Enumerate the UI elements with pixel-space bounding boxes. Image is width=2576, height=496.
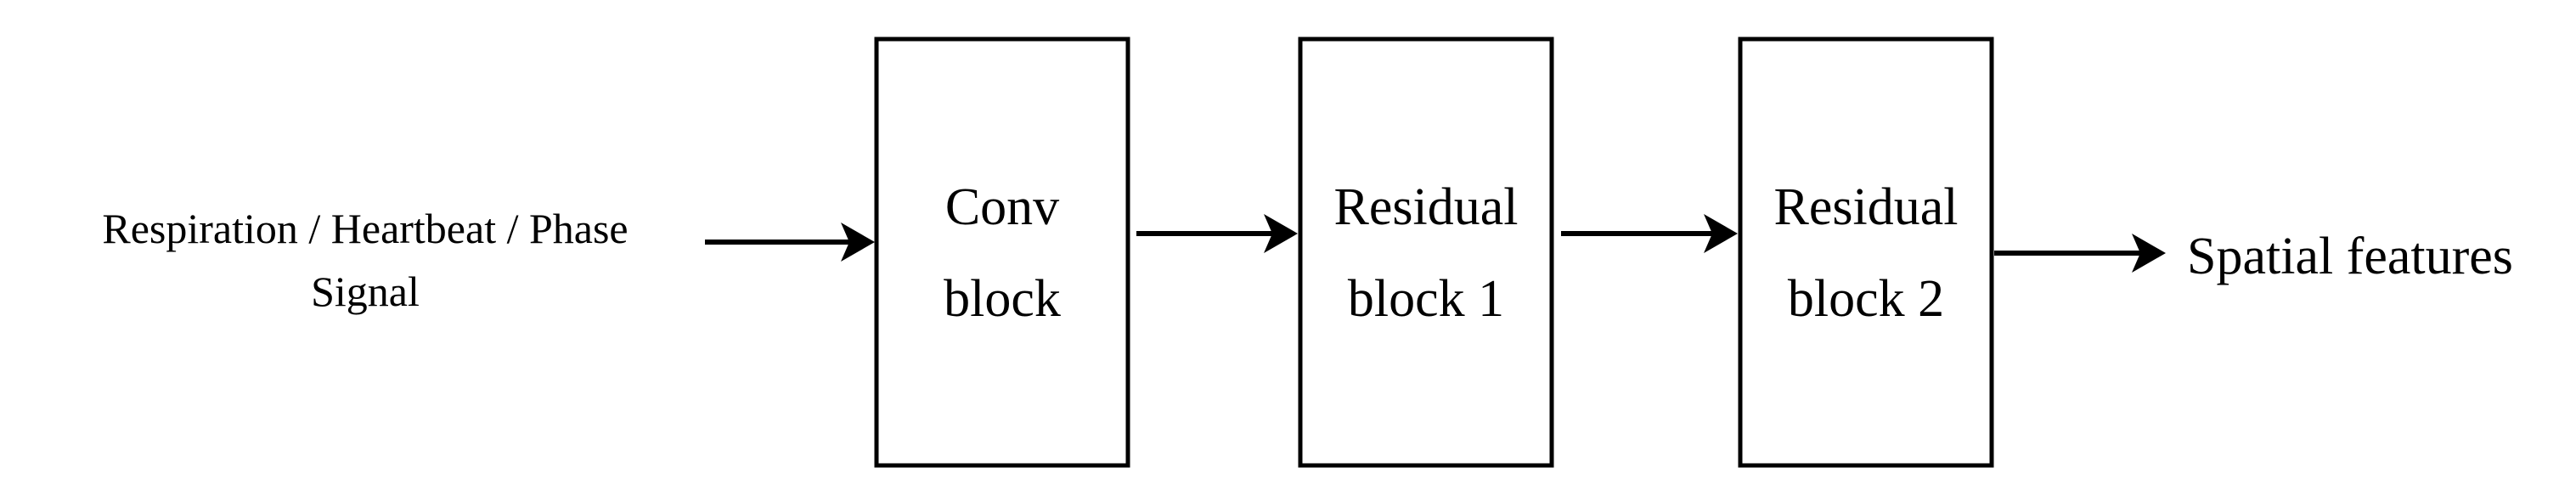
residual-block-1-line2: block 1 (1347, 270, 1505, 328)
residual-block-2-line2: block 2 (1787, 270, 1945, 328)
residual-block-1-label: Residual block 1 (1300, 161, 1552, 345)
residual-block-2-label: Residual block 2 (1740, 161, 1992, 345)
arrow-conv-to-residual-1 (1136, 214, 1298, 253)
arrow-residual-1-to-residual-2 (1561, 214, 1738, 253)
residual-block-1-box (1298, 37, 1554, 468)
residual-block-1-line1: Residual (1333, 178, 1519, 236)
residual-block-2-box (1738, 37, 1994, 468)
conv-block-label: Conv block (877, 161, 1128, 345)
arrow-input-to-conv (705, 223, 875, 262)
conv-block-line1: Conv (944, 178, 1060, 236)
arrow-residual-2-to-output (1994, 234, 2166, 273)
conv-block-line2: block (944, 270, 1061, 328)
input-label-line1: Respiration / Heartbeat / Phase (102, 205, 628, 252)
input-signal-label: Respiration / Heartbeat / Phase Signal (25, 197, 705, 323)
conv-block-box (874, 37, 1130, 468)
residual-block-2-line1: Residual (1773, 178, 1959, 236)
output-features-label: Spatial features (2187, 228, 2513, 285)
input-label-line2: Signal (311, 268, 420, 315)
